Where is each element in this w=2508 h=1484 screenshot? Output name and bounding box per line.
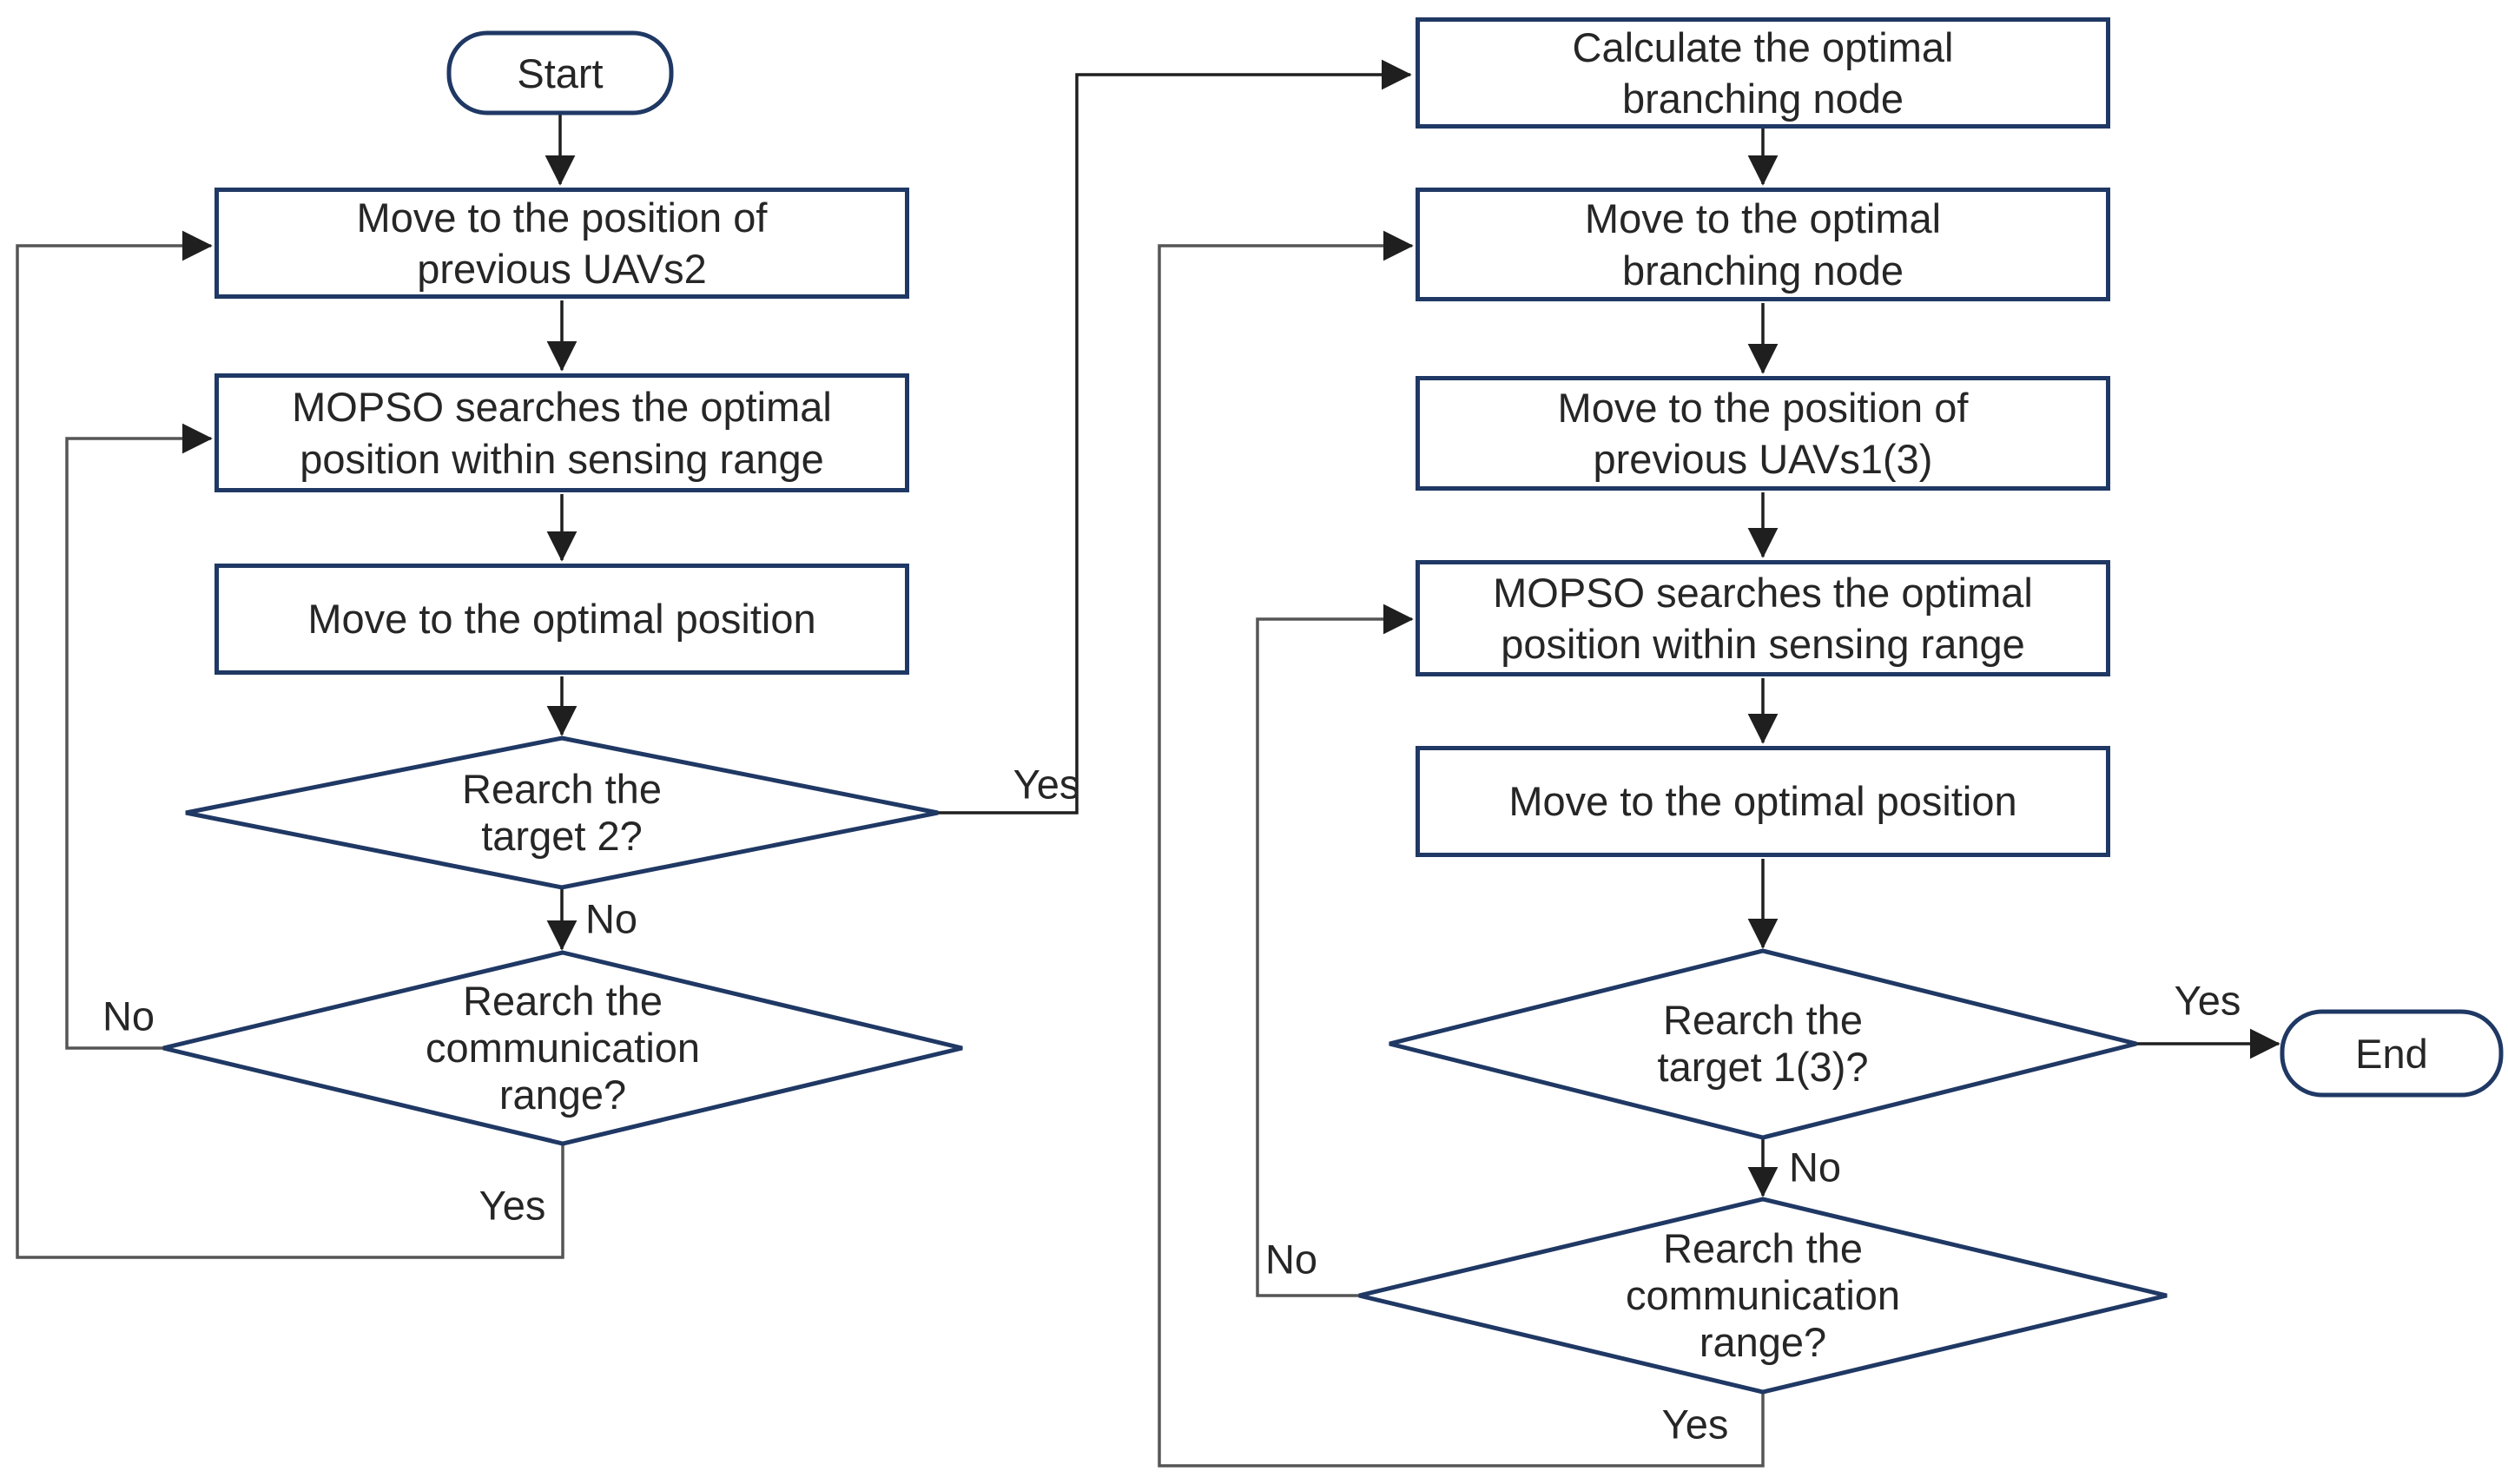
decision-reach-target13-shape: [1389, 948, 2137, 1140]
edge-comm-right-yes-to-move-branching: [1158, 230, 1765, 1468]
edge-label-target2-yes: Yes: [1013, 761, 1080, 808]
process-move-optimal-right-label: Move to the optimal position: [1508, 778, 2017, 825]
edge-label-comm-right-yes: Yes: [1661, 1401, 1729, 1448]
process-move-prev-uavs13: Move to the position of previous UAVs1(3…: [1416, 376, 2110, 491]
edge-comm-right-no-to-mopso-right: [1256, 603, 1414, 1297]
process-move-optimal-left: Move to the optimal position: [214, 564, 909, 675]
end-terminator-shape: [2280, 1009, 2504, 1098]
decision-comm-range-left-shape: [162, 950, 963, 1146]
process-mopso-search-right-label: MOPSO searches the optimal position with…: [1493, 569, 2033, 667]
process-move-optimal-right: Move to the optimal position: [1416, 746, 2110, 857]
process-move-branching-node-label: Move to the optimal branching node: [1584, 195, 1942, 294]
process-mopso-search-right: MOPSO searches the optimal position with…: [1416, 560, 2110, 676]
edge-label-target13-yes: Yes: [2174, 977, 2241, 1024]
edge-target2-yes-to-calc-branching: [938, 59, 1412, 815]
edge-comm-left-yes-to-move-prev-uavs2: [16, 230, 564, 1259]
decision-reach-target2-shape: [185, 735, 939, 890]
edge-label-target13-no: No: [1788, 1144, 1842, 1190]
process-move-prev-uavs2: Move to the position of previous UAVs2: [214, 188, 909, 299]
edge-comm-left-no-to-mopso-left: [65, 423, 213, 1050]
process-move-prev-uavs2-label: Move to the position of previous UAVs2: [356, 194, 768, 292]
process-calc-branching-node-label: Calculate the optimal branching node: [1572, 23, 1954, 122]
edge-label-comm-right-no: No: [1264, 1236, 1318, 1283]
process-move-prev-uavs13-label: Move to the position of previous UAVs1(3…: [1557, 384, 1969, 482]
edge-label-comm-left-yes: Yes: [478, 1182, 546, 1229]
process-move-branching-node: Move to the optimal branching node: [1416, 188, 2110, 301]
edge-label-comm-left-no: No: [102, 993, 155, 1039]
process-mopso-search-left: MOPSO searches the optimal position with…: [214, 373, 909, 492]
process-move-optimal-left-label: Move to the optimal position: [307, 596, 816, 643]
edge-label-target2-no: No: [584, 895, 638, 942]
decision-comm-range-right-shape: [1358, 1197, 2168, 1395]
process-mopso-search-left-label: MOPSO searches the optimal position with…: [292, 384, 832, 482]
start-terminator-shape: [446, 30, 674, 115]
process-calc-branching-node: Calculate the optimal branching node: [1416, 17, 2110, 129]
